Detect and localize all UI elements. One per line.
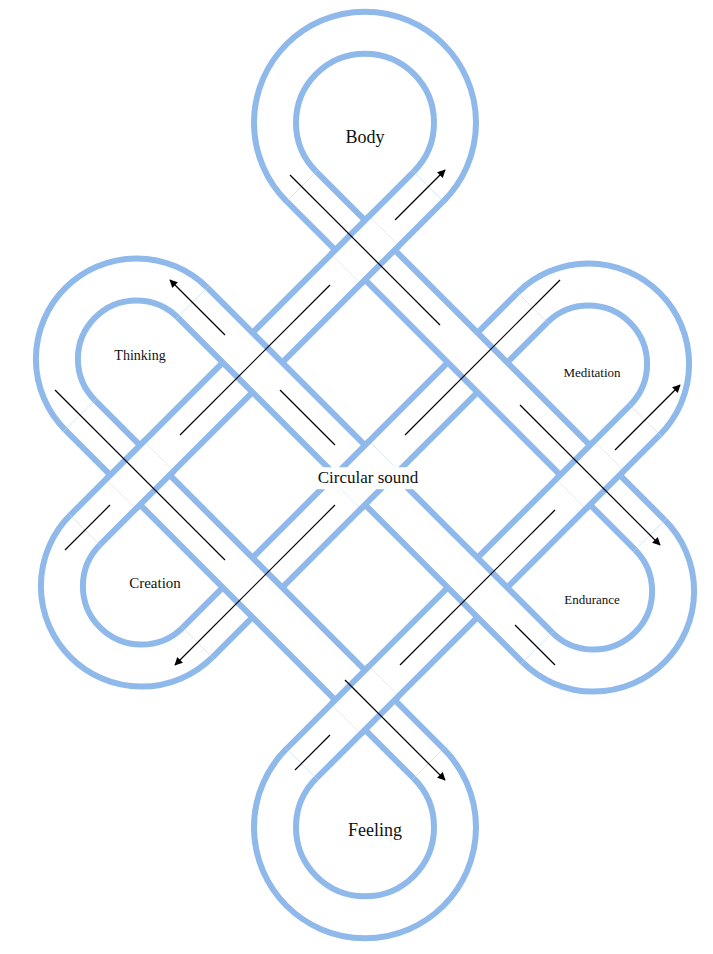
loop-outline bbox=[275, 764, 455, 918]
band-fill bbox=[301, 420, 645, 764]
loop-fill bbox=[57, 279, 193, 415]
flow-line bbox=[295, 735, 330, 770]
flow-arrow bbox=[395, 170, 445, 220]
loop-outline bbox=[62, 530, 198, 666]
flow-arrow bbox=[345, 680, 445, 780]
flow-arrow bbox=[520, 405, 660, 545]
band-outline bbox=[85, 186, 429, 530]
loop-label: Feeling bbox=[345, 819, 405, 842]
loop-fill bbox=[538, 535, 674, 671]
flow-line bbox=[405, 280, 560, 435]
flow-line bbox=[65, 505, 110, 550]
loop-label: Thinking bbox=[111, 347, 168, 365]
loop-label: Creation bbox=[126, 574, 184, 593]
flow-line bbox=[515, 625, 555, 665]
loop-outline bbox=[57, 279, 193, 415]
loop-label: Meditation bbox=[560, 365, 623, 382]
band-fill bbox=[85, 186, 429, 530]
flow-arrow bbox=[615, 385, 680, 450]
flow-arrow bbox=[175, 505, 335, 665]
loop-fill bbox=[275, 33, 455, 187]
loop-label: Body bbox=[342, 126, 387, 149]
loop-outline bbox=[538, 535, 674, 671]
loop-fill bbox=[275, 764, 455, 918]
loop-label: Endurance bbox=[561, 592, 623, 609]
flow-lines bbox=[55, 170, 680, 780]
loop-outline bbox=[275, 33, 455, 187]
knot-bands bbox=[57, 33, 673, 918]
flow-arrow bbox=[170, 280, 225, 335]
loop-fill bbox=[62, 530, 198, 666]
loop-fill bbox=[533, 284, 669, 420]
flow-line bbox=[55, 390, 225, 560]
flow-line bbox=[180, 285, 330, 435]
flow-line bbox=[280, 390, 335, 445]
band-outline bbox=[301, 420, 645, 764]
flow-line bbox=[400, 510, 555, 665]
loop-label: Circular sound bbox=[315, 467, 422, 489]
loop-outline bbox=[533, 284, 669, 420]
